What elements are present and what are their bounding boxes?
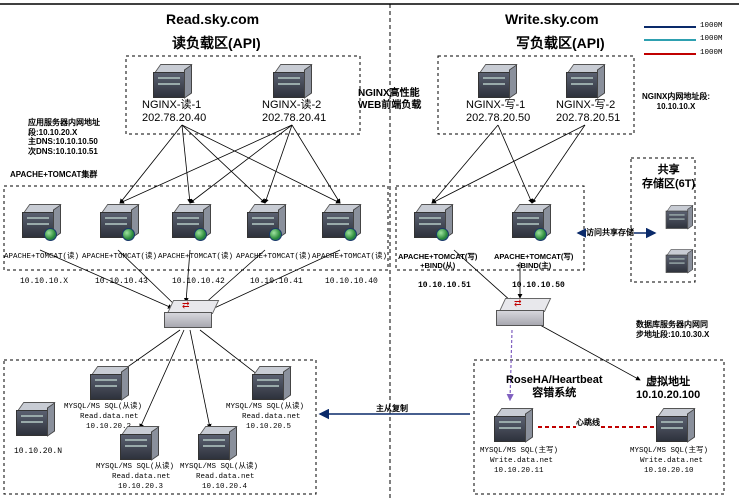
read-db-2-line2: Read.data.net <box>112 473 171 481</box>
nginx-read-2-name: NGINX-读-2 <box>262 99 322 111</box>
globe-icon <box>436 228 449 241</box>
read-db-3-ip: 10.10.20.4 <box>202 483 248 491</box>
legend-label-3: 1000M <box>700 49 723 57</box>
nginx-description: NGINX高性能 WEB前端负载 <box>358 88 422 111</box>
nginx-write-1-name: NGINX-写-1 <box>466 99 526 111</box>
nginx-write-2-server-icon <box>566 64 606 99</box>
read-db-4-line2: Read.data.net <box>242 413 301 421</box>
read-db-4-line1: MYSQL/MS SQL(从读) <box>226 403 305 411</box>
globe-icon <box>44 228 57 241</box>
read-app-1-ip: 10.10.10.X <box>20 277 69 286</box>
write-db-master-line1: MYSQL/MS SQL(主写) <box>480 447 559 455</box>
write-network-switch-icon: ⇄ <box>496 298 552 326</box>
read-app-server-2-icon <box>100 204 140 239</box>
nginx-read-1-ip: 202.78.20.40 <box>142 112 207 124</box>
write-db-backup-line2: Write.data.net <box>640 457 704 465</box>
read-db-extra-icon <box>16 402 56 437</box>
globe-icon <box>534 228 547 241</box>
app-server-note: 应用服务器内网地址 段:10.10.20.X 主DNS:10.10.10.50 … <box>28 118 100 156</box>
nginx-write-1-ip: 202.78.20.50 <box>466 112 531 124</box>
read-app-4-label: APACHE+TOMCAT(读) <box>236 253 312 261</box>
storage-access-label: 访问共享存储 <box>586 228 634 238</box>
write-app-2-ip: 10.10.10.50 <box>512 281 565 290</box>
nginx-read-1-server-icon <box>153 64 193 99</box>
read-db-2-icon <box>120 426 160 461</box>
read-app-5-ip: 10.10.10.40 <box>325 277 378 286</box>
globe-icon <box>122 228 135 241</box>
read-db-2-line1: MYSQL/MS SQL(从读) <box>96 463 175 471</box>
read-db-4-ip: 10.10.20.5 <box>246 423 292 431</box>
read-db-1-icon <box>90 366 130 401</box>
read-db-1-line1: MYSQL/MS SQL(从读) <box>64 403 143 411</box>
virtual-address-title: 虚拟地址 10.10.20.100 <box>636 376 701 402</box>
read-db-3-line1: MYSQL/MS SQL(从读) <box>180 463 259 471</box>
read-db-1-ip: 10.10.20.2 <box>86 423 132 431</box>
legend-label-2: 1000M <box>700 35 723 43</box>
storage-server-2-icon <box>665 249 694 274</box>
storage-server-1-icon <box>665 205 694 230</box>
heartbeat-label: 心跳线 <box>576 418 600 428</box>
globe-icon <box>194 228 207 241</box>
replication-label: 主从复制 <box>376 404 408 413</box>
read-db-3-line2: Read.data.net <box>196 473 255 481</box>
write-db-backup-ip: 10.10.20.10 <box>644 467 694 475</box>
write-app-1-ip: 10.10.10.51 <box>418 281 471 290</box>
read-app-3-label: APACHE+TOMCAT(读) <box>158 253 234 261</box>
read-app-2-label: APACHE+TOMCAT(读) <box>82 253 158 261</box>
read-zone-title: 读负载区(API) <box>172 35 261 51</box>
read-app-1-label: APACHE+TOMCAT(读) <box>4 253 80 261</box>
read-app-5-label: APACHE+TOMCAT(读) <box>312 253 388 261</box>
nginx-write-2-ip: 202.78.20.51 <box>556 112 621 124</box>
nginx-write-2-name: NGINX-写-2 <box>556 99 616 111</box>
write-db-master-ip: 10.10.20.11 <box>494 467 544 475</box>
storage-title: 共享 存储区(6T) <box>642 164 696 190</box>
read-app-4-ip: 10.10.10.41 <box>250 277 303 286</box>
read-db-3-icon <box>198 426 238 461</box>
write-db-master-icon <box>494 408 534 443</box>
read-app-2-ip: 10.10.10.43 <box>95 277 148 286</box>
read-app-3-ip: 10.10.10.42 <box>172 277 225 286</box>
nginx-read-2-server-icon <box>273 64 313 99</box>
read-db-4-icon <box>252 366 292 401</box>
write-app-2-label: APACHE+TOMCAT(写) +BIND(主) <box>494 252 574 271</box>
write-db-master-line2: Write.data.net <box>490 457 554 465</box>
read-db-2-ip: 10.10.20.3 <box>118 483 164 491</box>
db-network-note: 数据库服务器内网同 步地址段:10.10.30.X <box>636 320 710 339</box>
nginx-read-2-ip: 202.78.20.41 <box>262 112 327 124</box>
globe-icon <box>344 228 357 241</box>
read-site-title: Read.sky.com <box>166 11 260 27</box>
write-site-title: Write.sky.com <box>505 11 599 27</box>
write-app-1-label: APACHE+TOMCAT(写) +BIND(从) <box>398 252 478 271</box>
globe-icon <box>269 228 282 241</box>
cluster-label: APACHE+TOMCAT集群 <box>10 170 98 179</box>
nginx-internal-segment: NGINX内网地址段: 10.10.10.X <box>642 92 710 111</box>
nginx-write-1-server-icon <box>478 64 518 99</box>
nginx-read-1-name: NGINX-读-1 <box>142 99 202 111</box>
write-db-backup-icon <box>656 408 696 443</box>
legend-label-1: 1000M <box>700 22 723 30</box>
write-db-backup-line1: MYSQL/MS SQL(主写) <box>630 447 709 455</box>
ha-title: RoseHA/Heartbeat 容错系统 <box>506 374 603 400</box>
write-zone-title: 写负载区(API) <box>516 35 605 51</box>
read-network-switch-icon: ⇄ <box>164 300 220 328</box>
read-db-extra-ip: 10.10.20.N <box>14 447 63 456</box>
read-db-1-line2: Read.data.net <box>80 413 139 421</box>
